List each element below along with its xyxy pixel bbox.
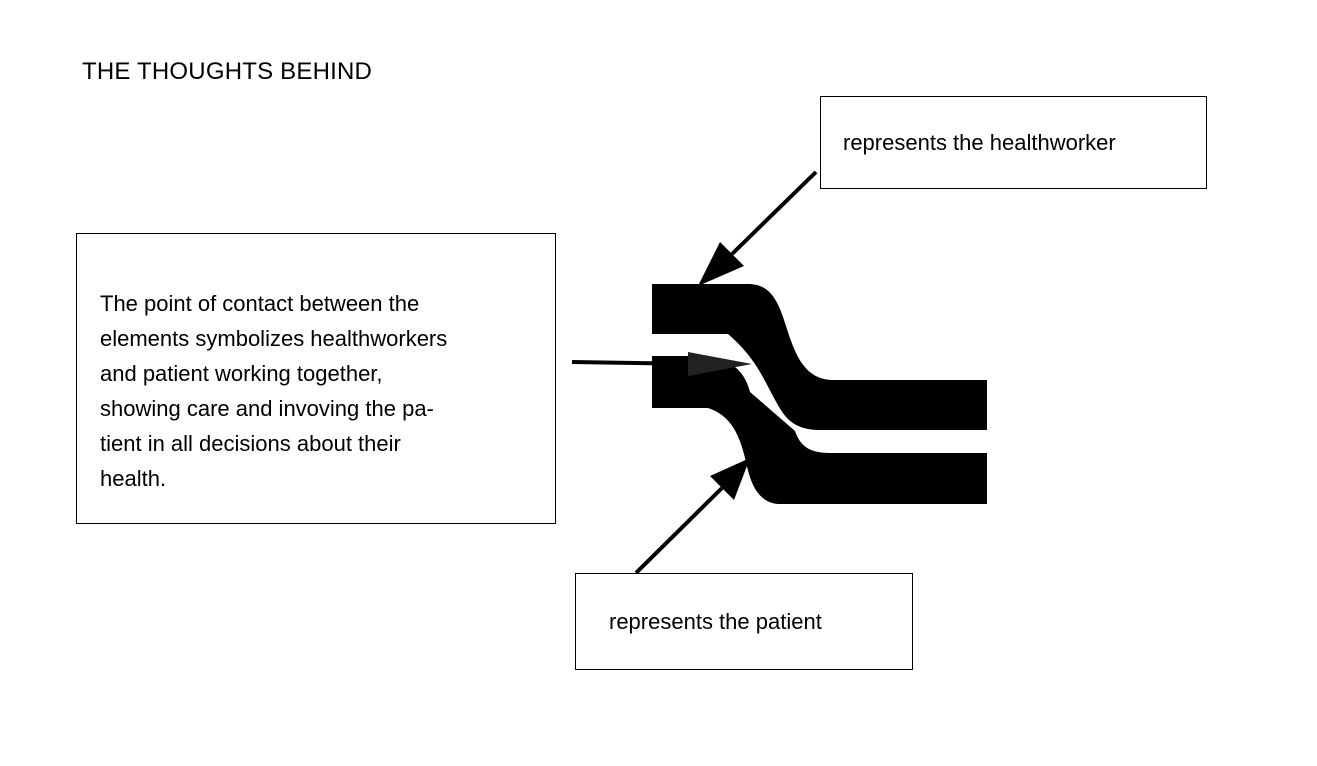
patient-arrow-line (634, 486, 724, 575)
healthworker-ribbon-shape (652, 284, 987, 430)
healthworker-arrowhead (698, 242, 744, 286)
healthworker-callout-text: represents the healthworker (843, 130, 1116, 155)
contact-point-callout: The point of contact between the element… (76, 233, 556, 524)
patient-ribbon-shape (652, 356, 987, 504)
page-title: THE THOUGHTS BEHIND (82, 58, 373, 85)
contact-arrowhead (688, 352, 752, 376)
patient-callout: represents the patient (575, 573, 913, 670)
contact-point-callout-text: The point of contact between the element… (100, 291, 448, 491)
patient-arrowhead (710, 458, 750, 500)
healthworker-callout: represents the healthworker (820, 96, 1207, 189)
patient-callout-text: represents the patient (609, 609, 822, 634)
healthworker-arrow-line (730, 170, 818, 256)
contact-arrow-line (571, 360, 701, 366)
